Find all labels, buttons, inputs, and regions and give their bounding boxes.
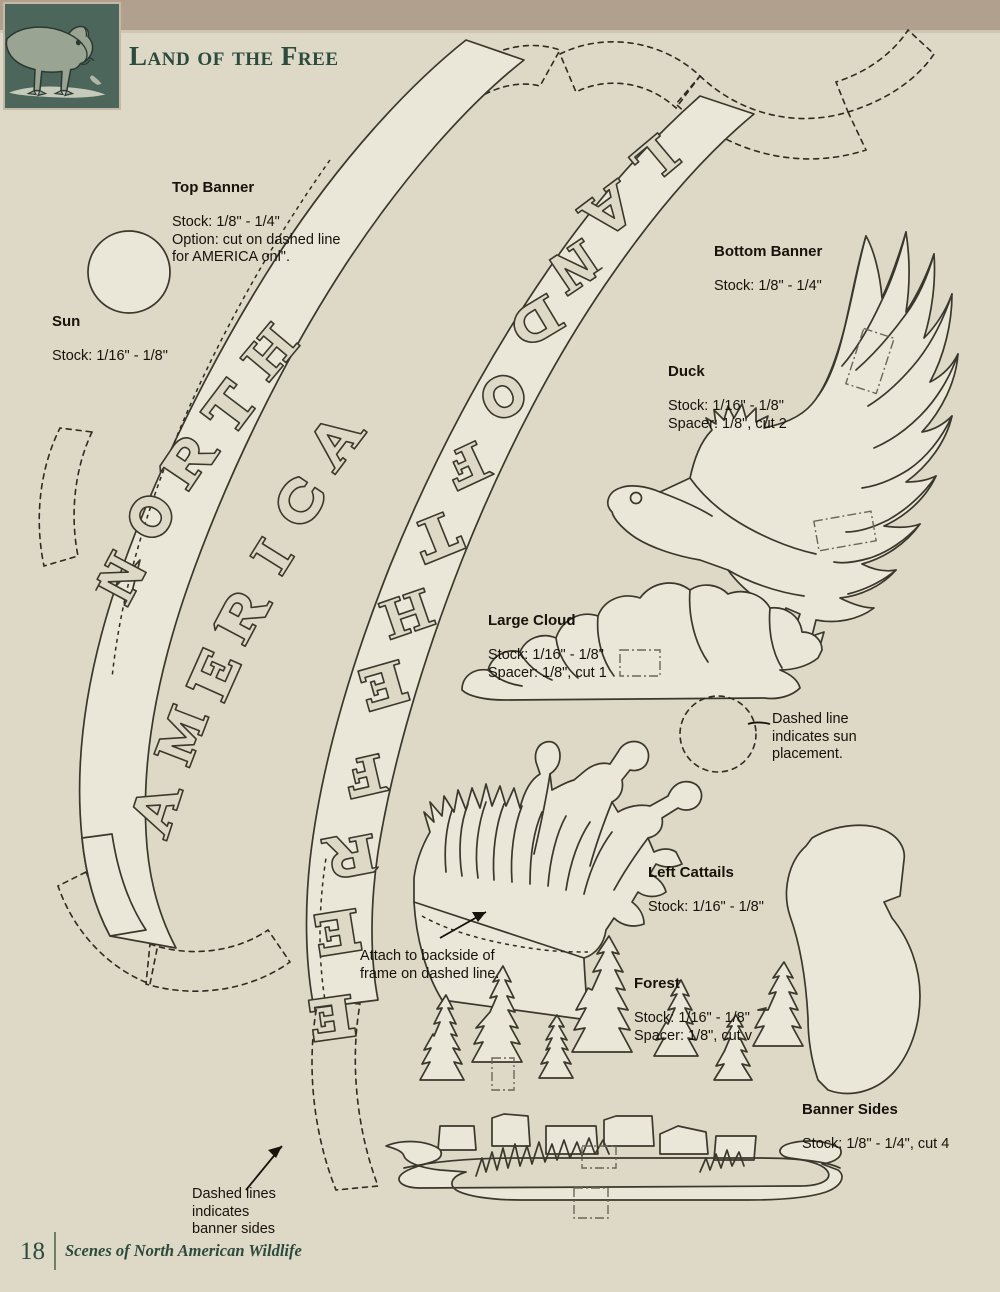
banner-sides-piece: [785, 824, 921, 1095]
callout-lines: Stock: 1/16" - 1/8": [648, 899, 764, 915]
banner-letters-north: [95, 320, 301, 608]
folio-number: 18: [20, 1237, 45, 1265]
callout-forest: Forest Stock: 1/16" - 1/8" Spacer: 1/8",…: [634, 957, 752, 1045]
walking-bear-icon: [5, 4, 119, 108]
callout-title: Banner Sides: [802, 1100, 898, 1118]
callout-lines: Stock: 1/16" - 1/8": [52, 348, 168, 364]
page-title: Land of the Free: [129, 41, 339, 71]
left-cattails-piece: [413, 740, 703, 1021]
callout-bottom-banner: Bottom Banner Stock: 1/8" - 1/4": [714, 225, 822, 296]
callout-lines: Stock: 1/8" - 1/4" Option: cut on dashed…: [172, 214, 341, 265]
callout-title: Bottom Banner: [714, 242, 823, 260]
footer-divider: [54, 1232, 56, 1270]
callout-duck: Duck Stock: 1/16" - 1/8" Spacer: 1/8", c…: [668, 345, 787, 433]
callout-title: Large Cloud: [488, 611, 576, 629]
banner-letters-america: [132, 422, 368, 842]
bottom-banner-piece: [305, 28, 936, 1191]
callout-title: Left Cattails: [648, 863, 734, 881]
banner-sides-leader-arrow: [245, 1145, 283, 1191]
forest-piece: [385, 935, 843, 1219]
top-color-band: [0, 0, 1000, 30]
callout-left-cattails: Left Cattails Stock: 1/16" - 1/8": [648, 846, 764, 917]
note-attach-backside: Attach to backside of frame on dashed li…: [360, 948, 500, 982]
banner-letters-land: [513, 132, 683, 344]
callout-lines: Stock: 1/8" - 1/4", cut 4: [802, 1136, 950, 1152]
callout-title: Duck: [668, 362, 705, 380]
top-banner-piece: [38, 39, 562, 992]
callout-title: Forest: [634, 974, 680, 992]
attach-leader-arrow: [439, 911, 487, 939]
bear-illustration-plate: [3, 2, 121, 110]
callout-title: Sun: [52, 312, 81, 330]
callout-sun: Sun Stock: 1/16" - 1/8": [52, 295, 168, 366]
callout-title: Top Banner: [172, 178, 255, 196]
note-sun-placement: Dashed line indicates sun placement.: [772, 711, 857, 762]
banner-letters-free: [307, 752, 391, 1043]
large-cloud-piece: [461, 582, 823, 773]
callout-lines: Stock: 1/16" - 1/8" Spacer: 1/8", cut 1: [488, 647, 607, 681]
page-footer: 18 Scenes of North American Wildlife: [20, 1232, 302, 1270]
callout-lines: Stock: 1/16" - 1/8" Spacer: 1/8", cut v: [634, 1010, 752, 1044]
sun-piece: [87, 230, 171, 314]
book-title: Scenes of North American Wildlife: [65, 1241, 302, 1260]
callout-lines: Stock: 1/8" - 1/4": [714, 278, 822, 294]
callout-banner-sides: Banner Sides Stock: 1/8" - 1/4", cut 4: [802, 1083, 949, 1154]
callout-top-banner: Top Banner Stock: 1/8" - 1/4" Option: cu…: [172, 161, 340, 267]
callout-large-cloud: Large Cloud Stock: 1/16" - 1/8" Spacer: …: [488, 594, 607, 682]
top-band-edge: [0, 30, 1000, 33]
callout-lines: Stock: 1/16" - 1/8" Spacer: 1/8", cut 2: [668, 398, 787, 432]
note-banner-sides: Dashed lines indicates banner sides: [192, 1186, 276, 1237]
banner-letters-the: [357, 511, 467, 713]
banner-letters-of: [451, 374, 525, 492]
